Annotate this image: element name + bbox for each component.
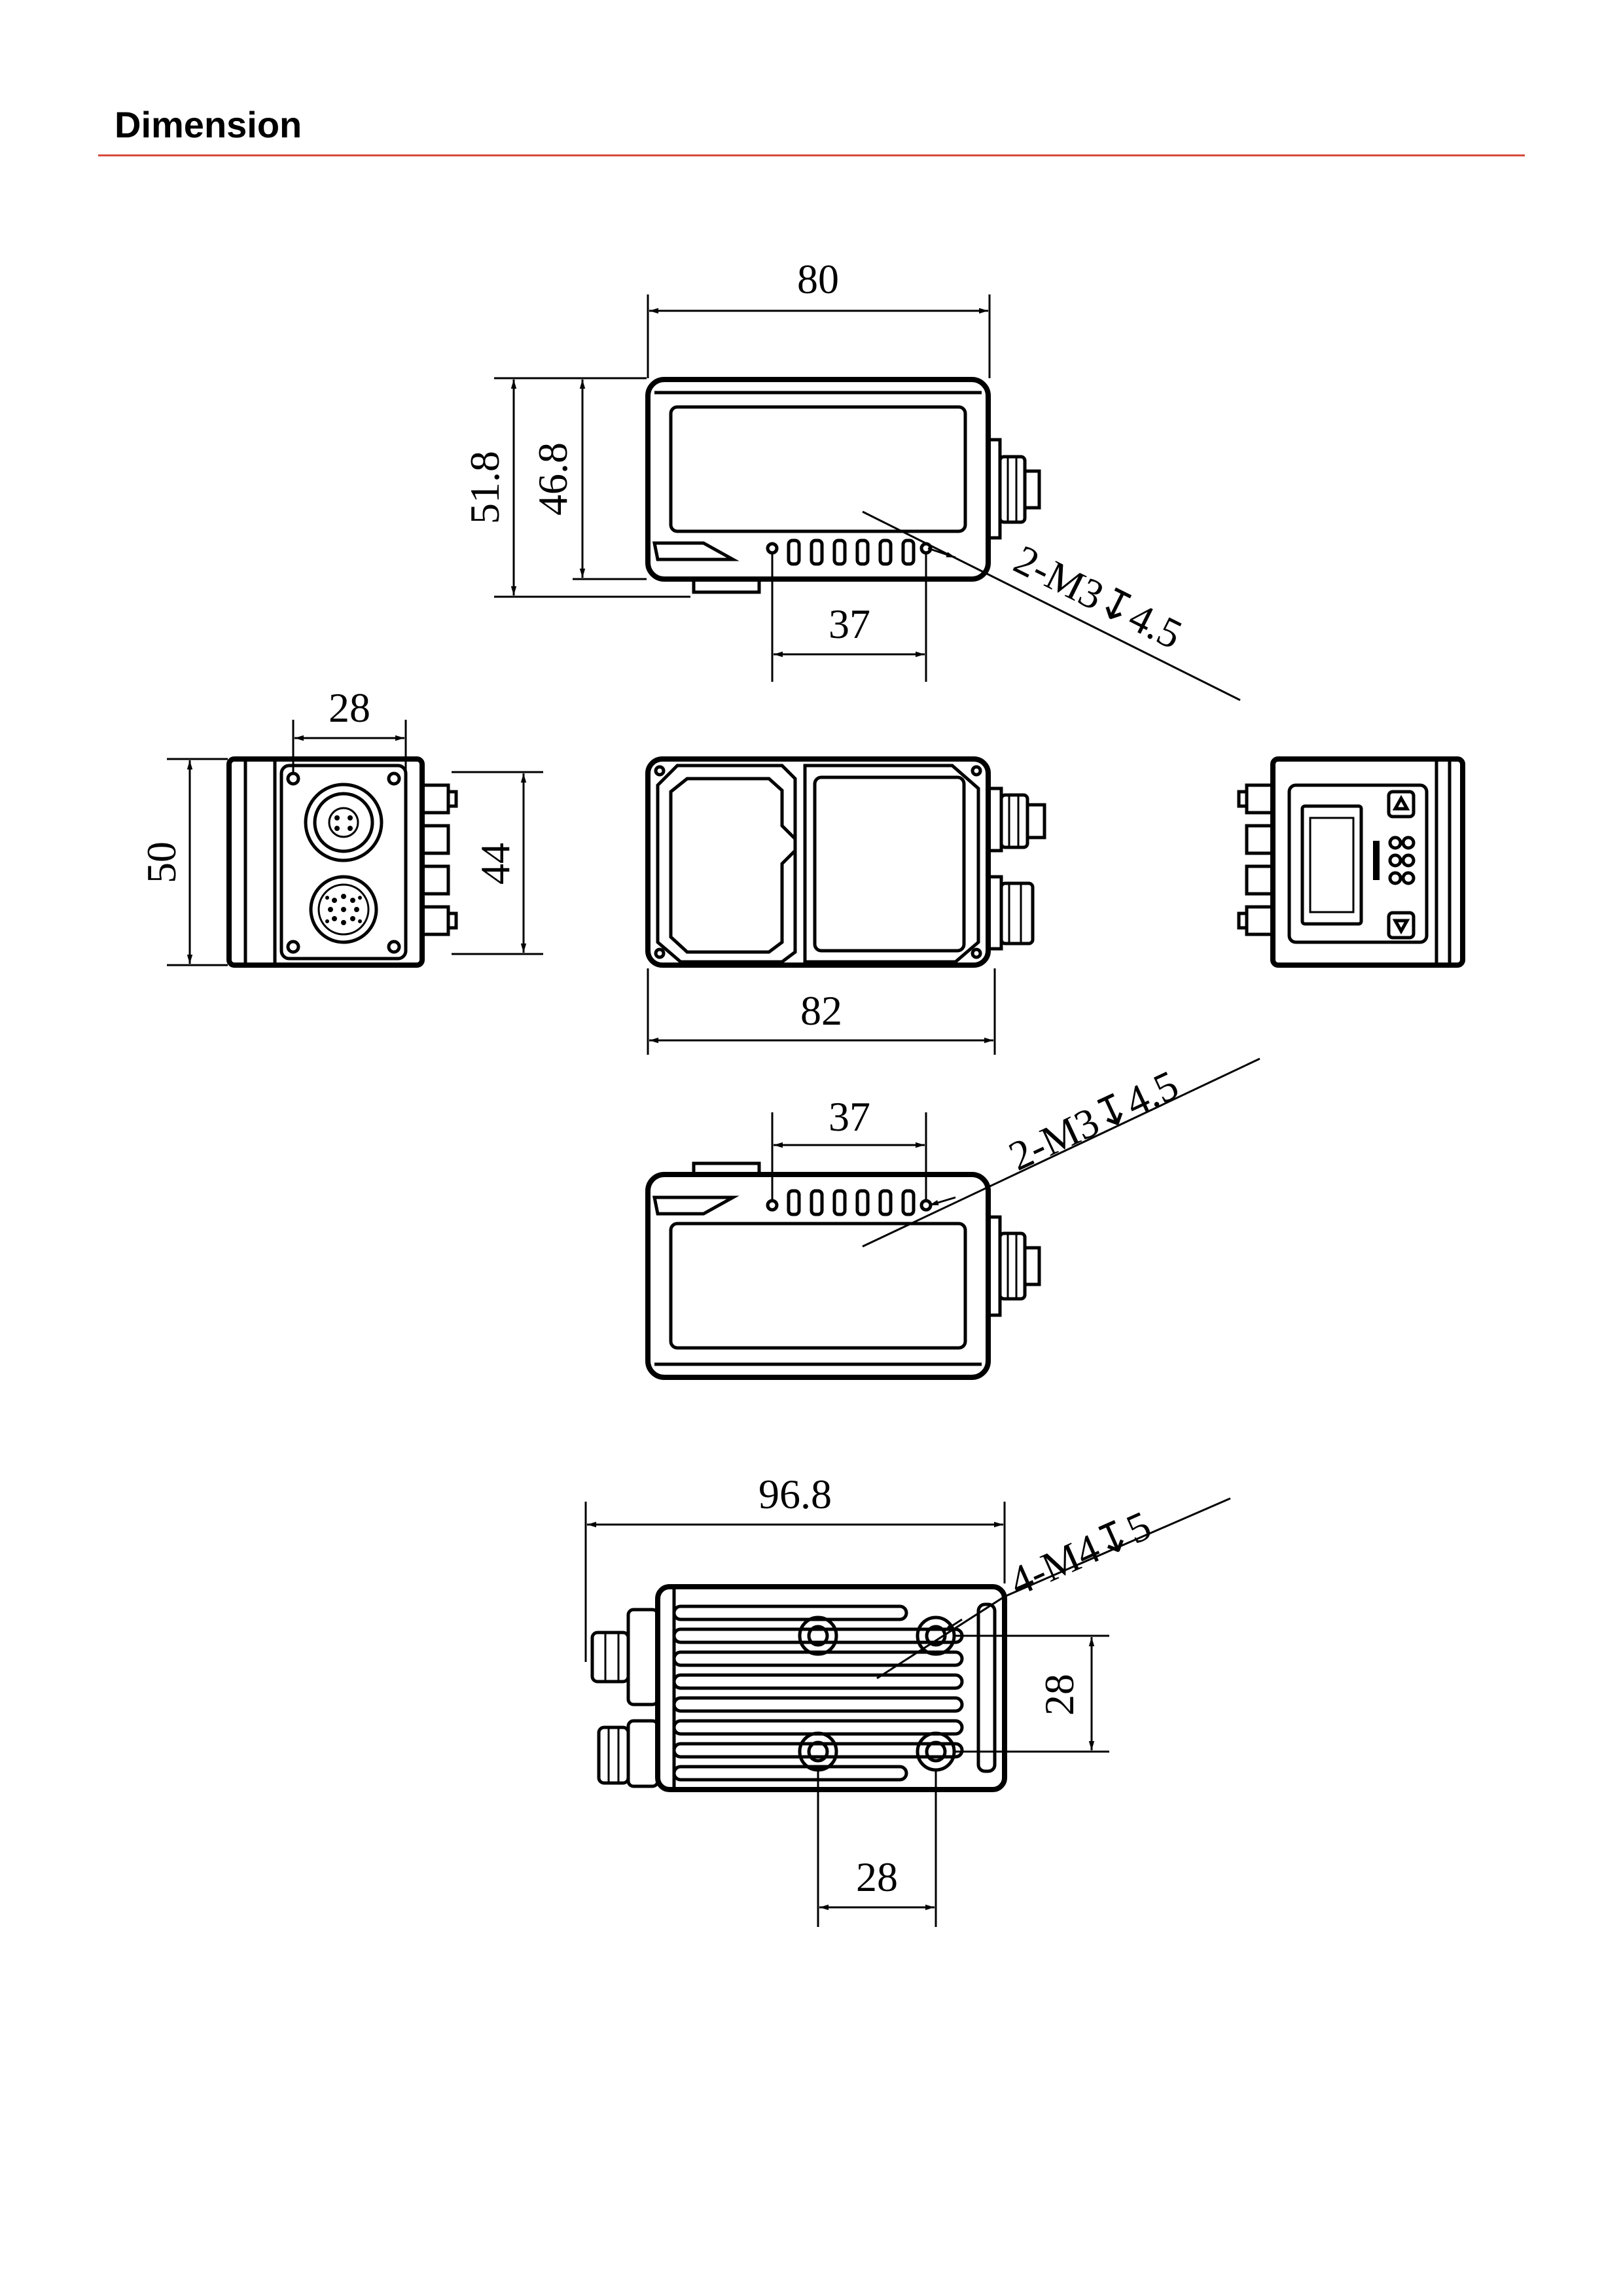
dim-height-50: 50: [138, 841, 185, 883]
dim-height-44: 44: [472, 843, 518, 885]
right-view-fins: [1237, 783, 1275, 936]
callout-rear-holes: 4-M4↧5: [1003, 1502, 1158, 1605]
bottom-view: 37 2-M3↧4.5: [645, 1057, 1260, 1380]
dim-connector-spacing-28: 28: [329, 684, 370, 731]
left-view-connector-1: [304, 783, 383, 862]
left-view-body: [226, 756, 425, 968]
rear-view: 96.8 4-M4↧5 28 28: [584, 1471, 1231, 1927]
callout-bottom-holes: 2-M3↧4.5: [1002, 1061, 1185, 1180]
display-screen: [1300, 804, 1363, 926]
page-title: Dimension: [115, 104, 302, 145]
left-view-fins: [420, 783, 458, 936]
left-view-connector-2: [309, 875, 378, 944]
rear-view-fins: [672, 1604, 964, 1782]
dim-bottom-hole-spacing-37: 37: [829, 1093, 870, 1140]
right-view: [1237, 756, 1465, 968]
dim-length-96-8: 96.8: [758, 1471, 832, 1517]
rear-view-connectors: [590, 1608, 660, 1788]
down-button: [1387, 911, 1416, 940]
top-view-window: [669, 405, 967, 533]
front-view-connectors: [986, 786, 1046, 951]
right-view-body: [1270, 756, 1465, 968]
dim-rear-hole-spacing-h-28: 28: [856, 1854, 898, 1900]
up-button: [1387, 790, 1416, 819]
top-view: 80 51.8 46.8 37 2-M3↧4.5: [461, 256, 1241, 701]
bottom-view-connector: [986, 1215, 1041, 1317]
top-view-connector: [986, 438, 1041, 540]
dim-height-46-8: 46.8: [529, 442, 576, 516]
front-view-body: [645, 756, 991, 968]
title-rule: [98, 154, 1525, 156]
dim-height-51-8: 51.8: [461, 451, 508, 524]
dim-width-80: 80: [797, 256, 839, 302]
left-view: 28 50 44: [138, 684, 543, 968]
front-view: 82: [645, 756, 1046, 1055]
bottom-view-vents: [787, 1189, 916, 1216]
top-view-vents: [787, 539, 916, 566]
dim-width-82: 82: [800, 987, 842, 1034]
dim-hole-spacing-37: 37: [829, 601, 870, 647]
dim-rear-hole-spacing-v-28: 28: [1036, 1674, 1082, 1716]
rear-view-holes: [798, 1616, 956, 1772]
